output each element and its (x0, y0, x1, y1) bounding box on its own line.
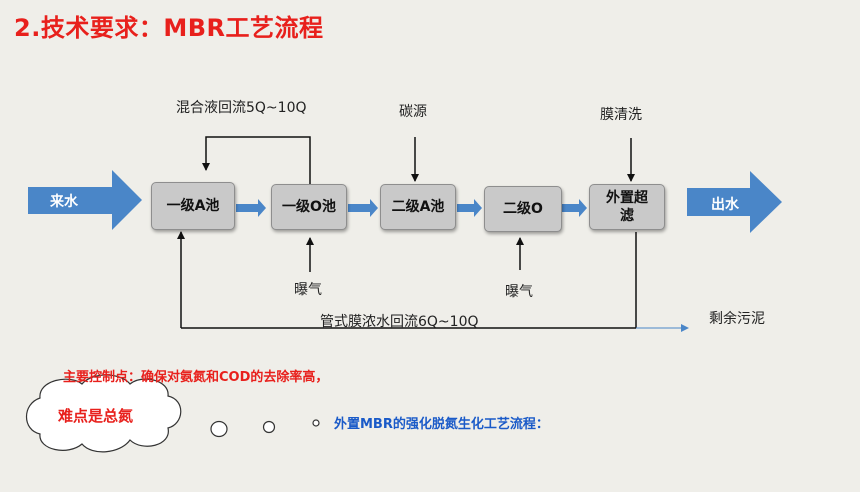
control-point-note: 主要控制点：确保对氨氮和COD的去除率高， (63, 370, 329, 385)
tank-primary-oxic: 一级O池 (271, 184, 347, 230)
membrane-cleaning-label: 膜清洗 (600, 107, 642, 123)
page-title: 2.技术要求：MBR工艺流程 (14, 14, 324, 42)
mixed-liquor-recycle-line (202, 136, 314, 190)
tank-secondary-oxic: 二级O (484, 186, 562, 232)
thought-bubble-medium (262, 420, 276, 434)
outlet-label: 出水 (711, 197, 739, 213)
aeration-label-2: 曝气 (505, 284, 533, 300)
external-ultrafiltration: 外置超滤 (589, 184, 665, 230)
excess-sludge-label: 剩余污泥 (709, 311, 765, 327)
connector-arrow-1 (236, 199, 266, 217)
connector-arrow-4 (561, 199, 587, 217)
tank-secondary-anoxic: 二级A池 (380, 184, 456, 230)
connector-arrow-3 (457, 199, 482, 217)
inlet-arrow (28, 170, 142, 230)
difficulty-note: 难点是总氮 (58, 407, 134, 425)
external-mbr-process-note: 外置MBR的强化脱氮生化工艺流程： (334, 417, 549, 432)
connector-arrow-2 (348, 199, 378, 217)
outlet-arrow (687, 171, 782, 233)
carbon-source-label: 碳源 (399, 104, 427, 120)
thought-bubble-large (210, 420, 228, 438)
membrane-concentrate-recycle-label: 管式膜浓水回流6Q~10Q (320, 314, 479, 330)
tank-primary-anoxic: 一级A池 (151, 182, 235, 230)
difficulty-cloud (25, 374, 182, 453)
inlet-label: 来水 (50, 194, 78, 210)
thought-bubble-small (312, 419, 320, 427)
aeration-label-1: 曝气 (294, 282, 322, 298)
mixed-liquor-recycle-label: 混合液回流5Q~10Q (176, 100, 307, 116)
